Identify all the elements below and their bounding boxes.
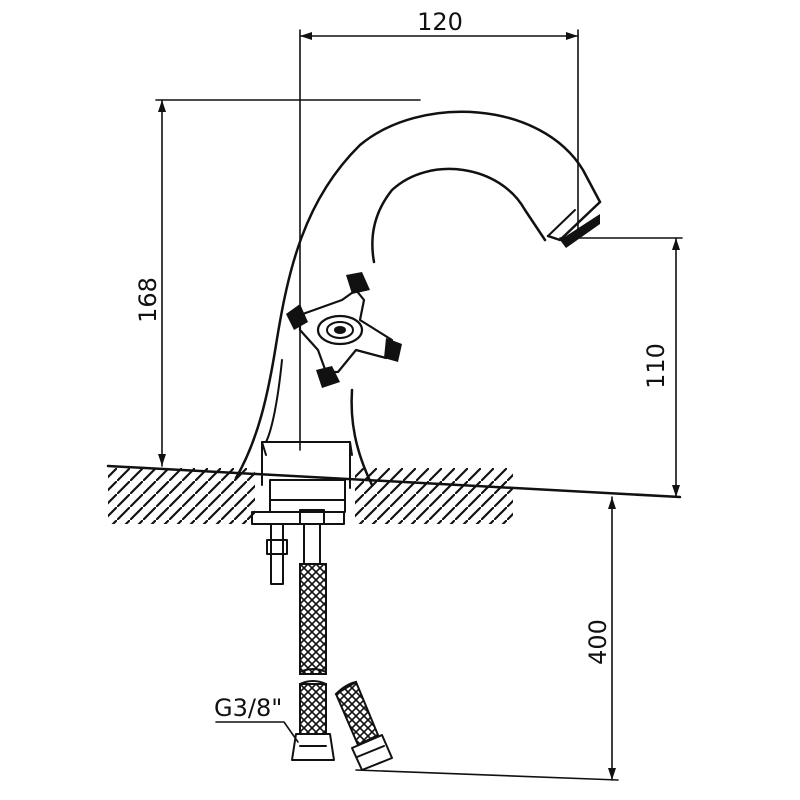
dim-spout-height: 110: [642, 343, 670, 389]
thread-size-label: G3/8": [214, 694, 282, 722]
hose-nut: [291, 733, 335, 761]
countertop: [106, 455, 682, 530]
faucet-body: [234, 110, 602, 525]
supply-hoses: [266, 509, 393, 771]
dimension-lines: [155, 29, 683, 781]
braided-hose: [299, 563, 327, 675]
dim-total-height: 168: [134, 277, 162, 323]
dim-hose-length: 400: [584, 619, 612, 665]
cross-handle[interactable]: [286, 272, 402, 388]
dim-spout-reach: 120: [417, 8, 463, 36]
